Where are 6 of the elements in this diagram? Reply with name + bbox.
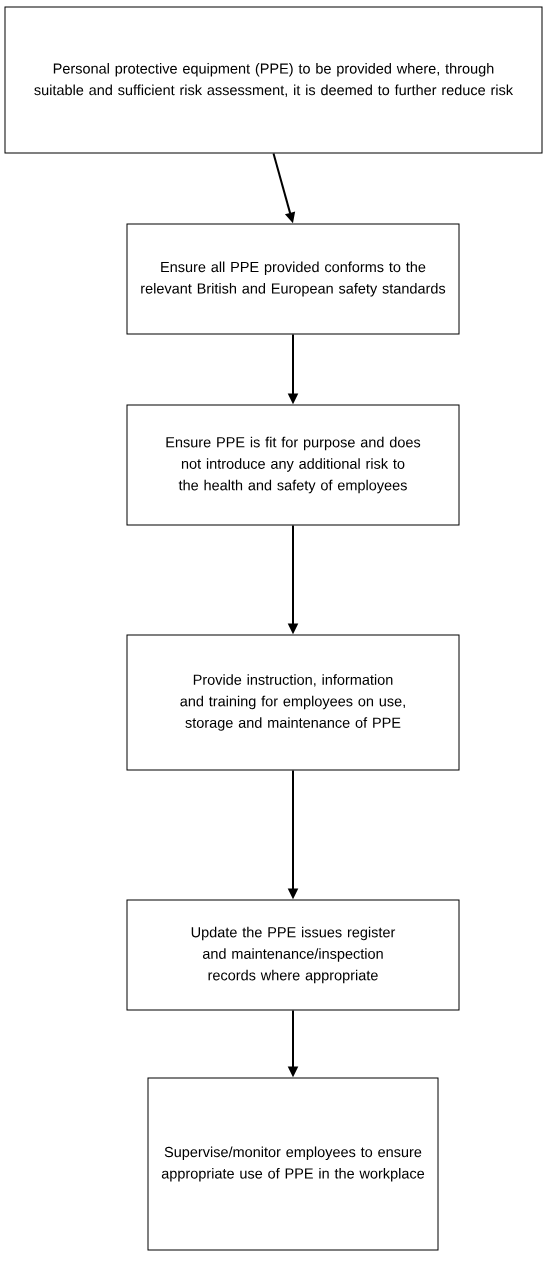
process-box: Ensure PPE is fit for purpose and does not introduce any additional risk to the health and safety of employees	[126, 404, 460, 526]
process-box: Provide instruction, information and training for employees on use, storage and maintenance of PPE	[126, 634, 460, 771]
process-box: Update the PPE issues register and maintenance/inspection records where appropriate	[126, 899, 460, 1011]
process-box: Ensure all PPE provided conforms to the relevant British and European safety standards	[126, 223, 460, 335]
process-box: Personal protective equipment (PPE) to be provided where, through suitable and sufficient risk assessment, it is deemed to further reduce risk	[4, 6, 543, 154]
process-box: Supervise/monitor employees to ensure appropriate use of PPE in the workplace	[147, 1077, 439, 1251]
